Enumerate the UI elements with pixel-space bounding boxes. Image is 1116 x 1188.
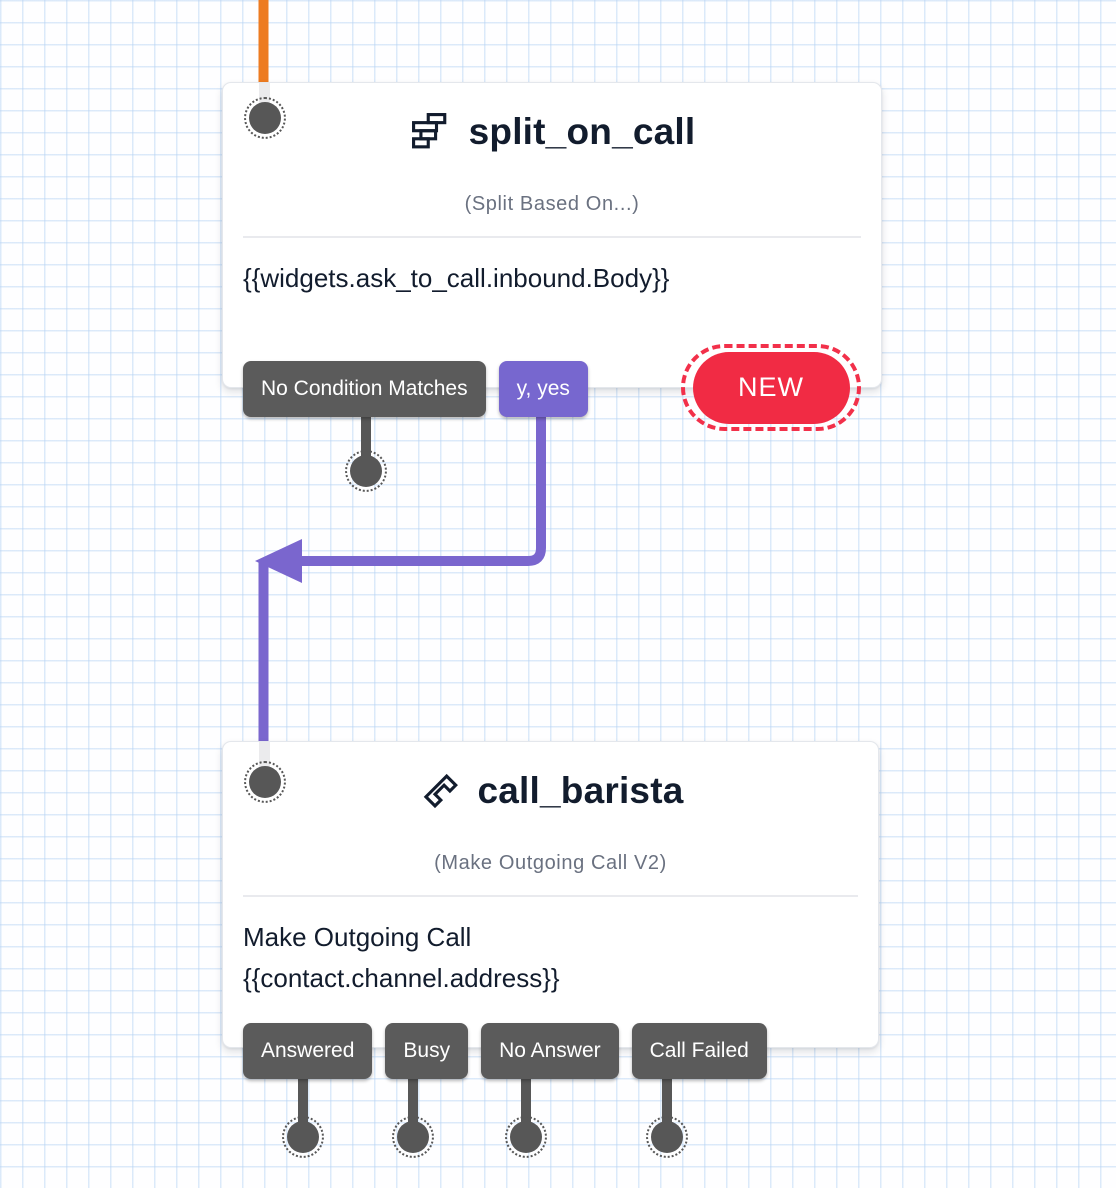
- no-answer-port[interactable]: [505, 1116, 547, 1158]
- input-port[interactable]: [244, 761, 286, 803]
- transition-busy[interactable]: Busy: [385, 1023, 469, 1079]
- purple-connector-path: [299, 402, 546, 566]
- transition-y-yes[interactable]: y, yes: [498, 361, 588, 417]
- widget-type-label: (Split Based On...): [464, 193, 640, 215]
- new-badge[interactable]: NEW: [681, 344, 861, 431]
- widget-body: {{widgets.ask_to_call.inbound.Body}}: [243, 258, 861, 299]
- body-line: Make Outgoing Call: [243, 922, 472, 952]
- widget-title: split_on_call: [468, 111, 696, 152]
- transition-call-failed[interactable]: Call Failed: [631, 1023, 767, 1079]
- purple-connector-arrowhead: [255, 539, 302, 583]
- incoming-lane: [259, 83, 270, 119]
- transition-row: Answered Busy No Answer Call Failed: [243, 1023, 767, 1079]
- body-line: {{widgets.ask_to_call.inbound.Body}}: [243, 263, 670, 293]
- busy-port[interactable]: [392, 1116, 434, 1158]
- transition-answered[interactable]: Answered: [243, 1023, 373, 1079]
- widget-type-label: (Make Outgoing Call V2): [434, 852, 667, 874]
- new-badge-label: NEW: [692, 351, 850, 424]
- card-divider: [243, 895, 858, 897]
- no-condition-matches-port[interactable]: [345, 450, 387, 492]
- input-port[interactable]: [244, 97, 286, 139]
- body-line: {{contact.channel.address}}: [243, 963, 560, 993]
- phone-icon: [424, 773, 459, 809]
- widget-title: call_barista: [477, 770, 684, 811]
- split-icon: [411, 113, 446, 149]
- widget-header: call_barista: [223, 760, 878, 822]
- widget-card-call-barista[interactable]: call_barista (Make Outgoing Call V2) Mak…: [222, 741, 879, 1079]
- call-failed-port[interactable]: [646, 1116, 688, 1158]
- widget-body: Make Outgoing Call {{contact.channel.add…: [243, 917, 858, 999]
- transition-no-condition-matches[interactable]: No Condition Matches: [243, 361, 486, 417]
- answered-port[interactable]: [282, 1116, 324, 1158]
- incoming-lane: [259, 742, 270, 783]
- transition-row: No Condition Matches y, yes: [243, 361, 588, 417]
- widget-header: split_on_call: [223, 101, 881, 163]
- card-divider: [243, 236, 861, 238]
- widget-card-split-on-call[interactable]: split_on_call (Split Based On...) {{widg…: [222, 82, 882, 417]
- transition-no-answer[interactable]: No Answer: [481, 1023, 619, 1079]
